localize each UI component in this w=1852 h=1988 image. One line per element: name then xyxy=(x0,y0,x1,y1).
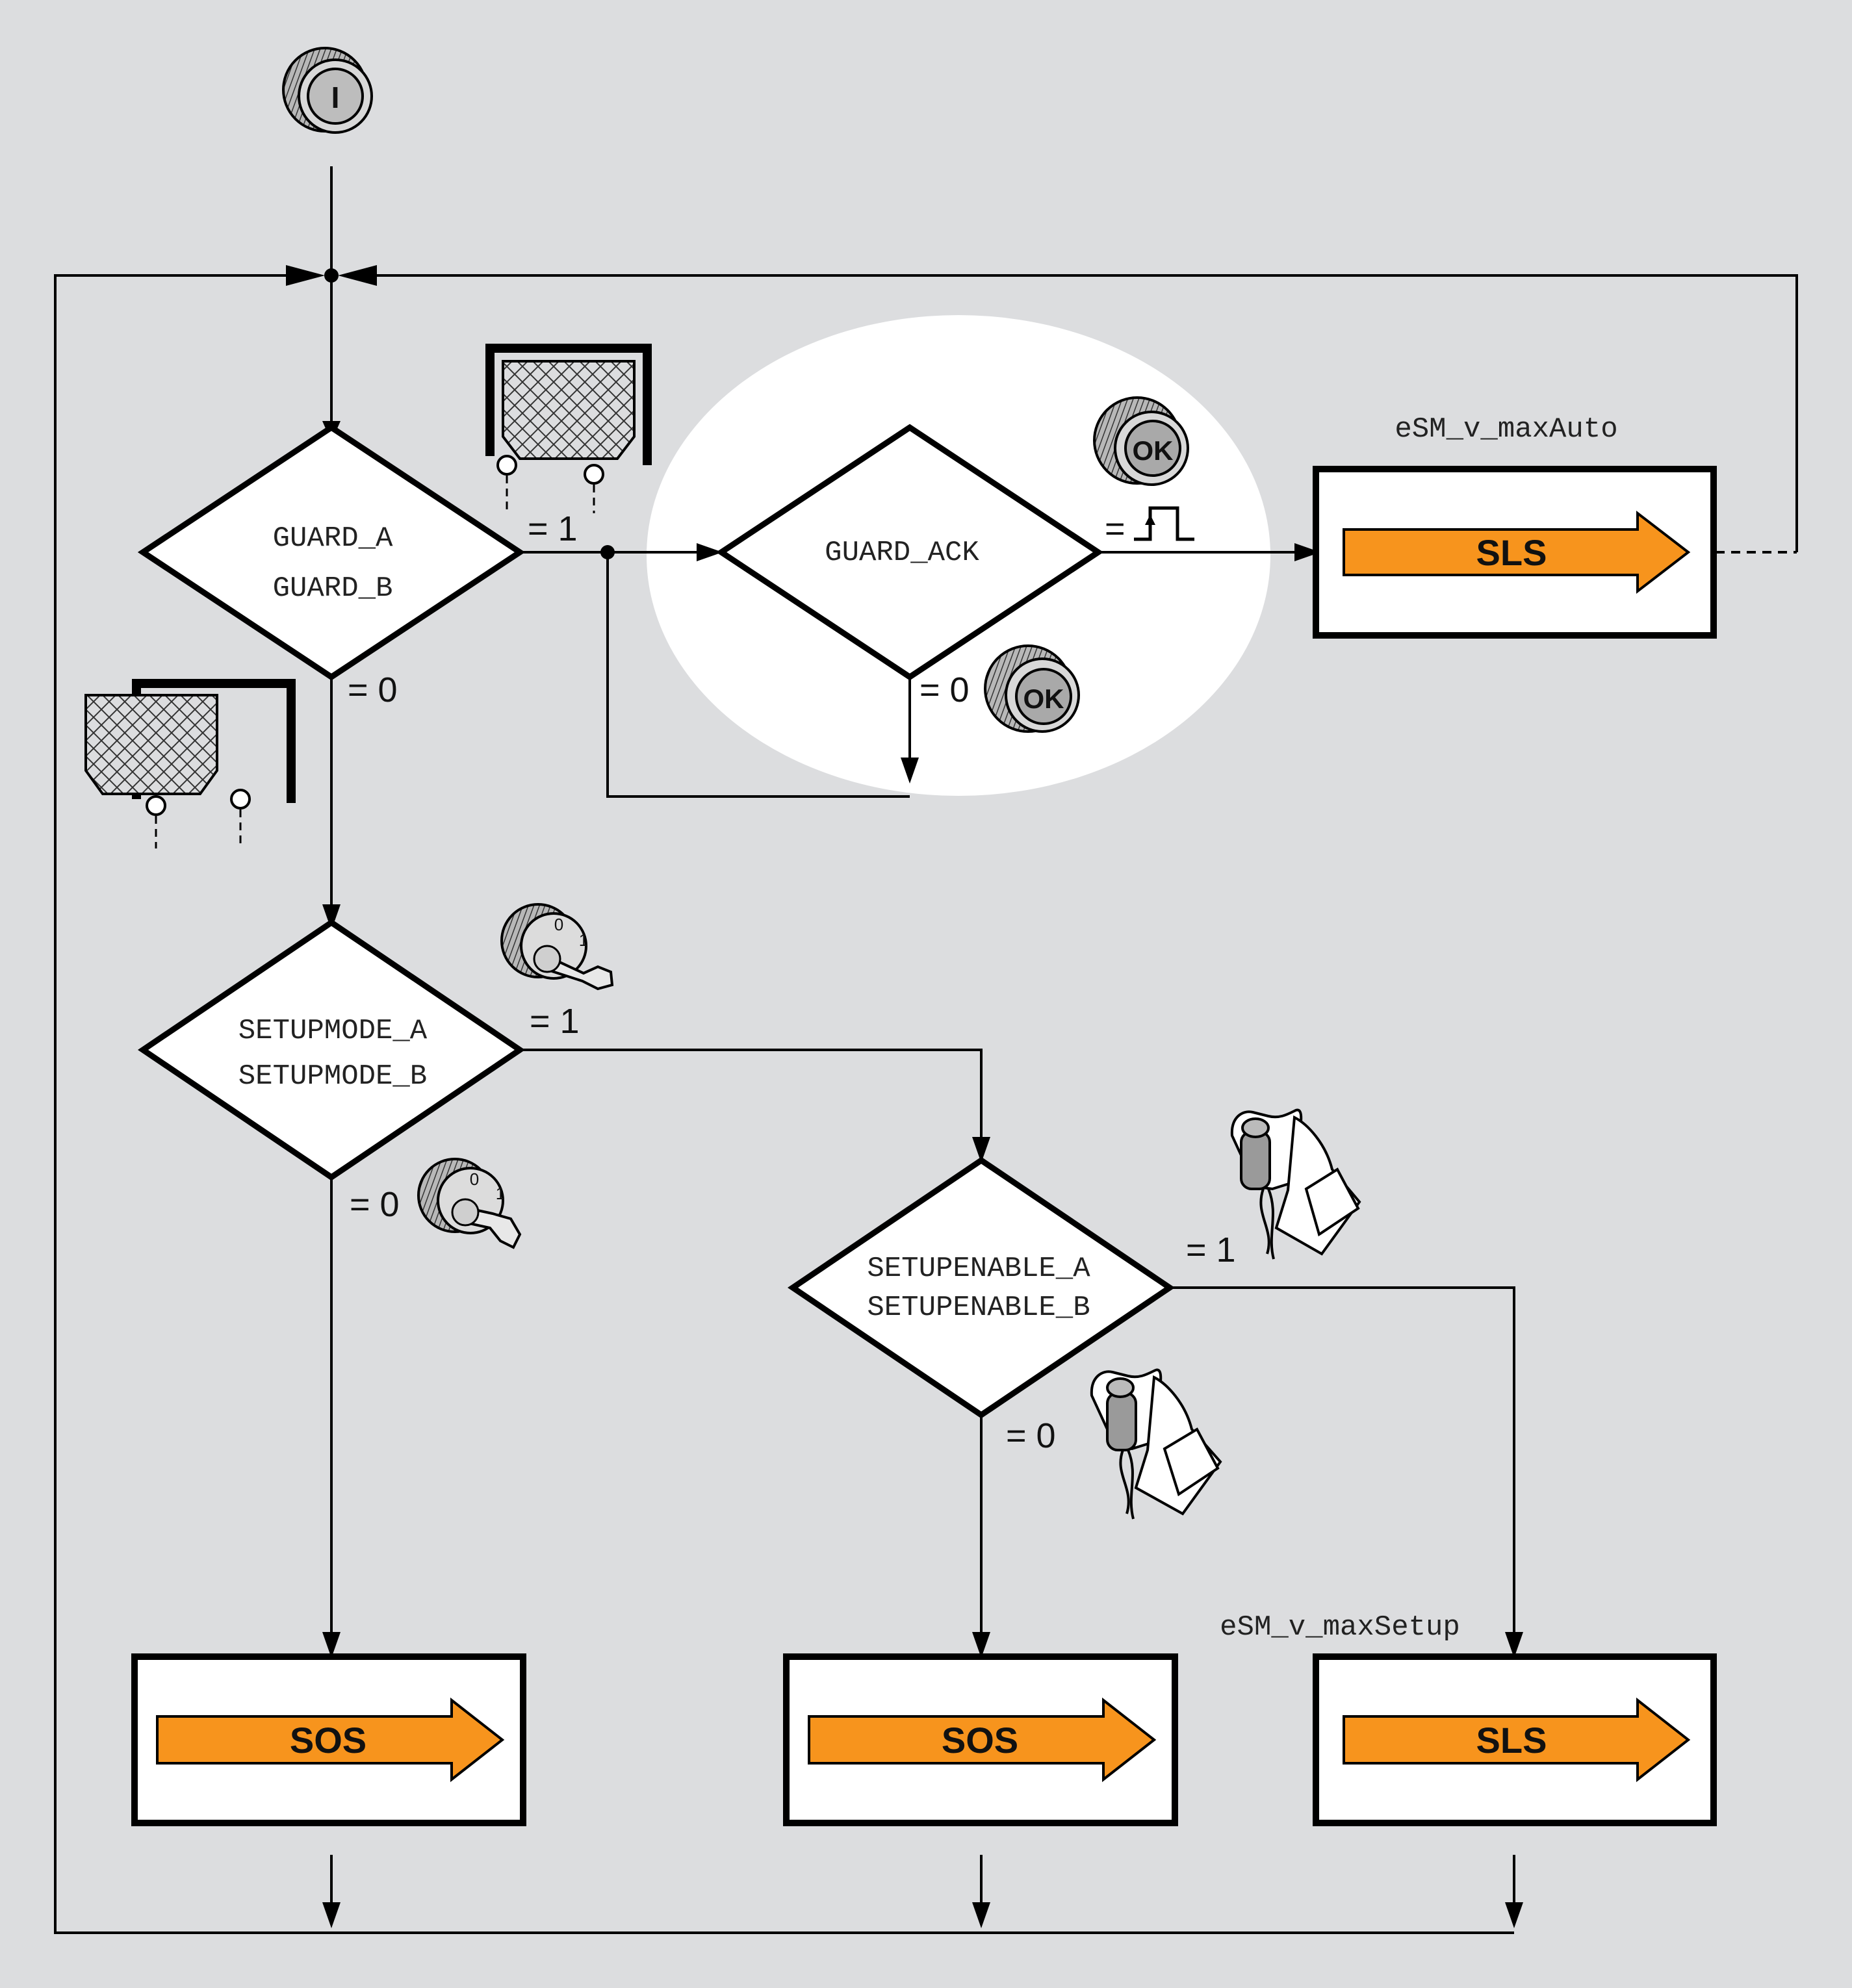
key-pos0-label-2: 0 xyxy=(470,1169,479,1189)
guard-false-label: = 0 xyxy=(348,670,398,709)
ok-button-icon: OK xyxy=(1093,396,1189,486)
state-sls-setup: eSM_v_maxSetup SLS xyxy=(1220,1611,1717,1826)
setupenable-false-label: = 0 xyxy=(1006,1416,1056,1455)
ack-true-label: = xyxy=(1105,509,1125,548)
setupenable-true-label: = 1 xyxy=(1186,1230,1236,1269)
branch-labels: = 1 = 0 = = 0 = 1 = 0 = 1 = 0 xyxy=(348,509,1236,1455)
ack-false-label: = 0 xyxy=(920,670,970,709)
setupenable-label-a: SETUPENABLE_A xyxy=(867,1253,1090,1285)
setupmode-label-b: SETUPMODE_B xyxy=(238,1060,427,1093)
decision-setupenable: SETUPENABLE_A SETUPENABLE_B xyxy=(787,1156,1176,1419)
guard-true-label: = 1 xyxy=(528,509,578,548)
branch-dot xyxy=(600,545,615,559)
sos-left-label: SOS xyxy=(290,1720,367,1761)
ok-button-text-2: OK xyxy=(1023,683,1064,714)
arrowheads xyxy=(286,265,1523,1928)
guard-closed-icon xyxy=(485,344,652,513)
key-pos1-label: 1 xyxy=(579,930,588,950)
decision-guard: GUARD_A GUARD_B xyxy=(137,424,526,681)
decision-setupmode: SETUPMODE_A SETUPMODE_B xyxy=(137,919,526,1181)
rising-edge-pulse-icon xyxy=(1134,506,1194,541)
key-switch-icon: 0 1 xyxy=(500,903,614,991)
enabling-switch-icon xyxy=(1230,1108,1361,1260)
guard-open-icon xyxy=(84,679,296,848)
connector-lines xyxy=(54,166,1798,1934)
sos-left-arrow xyxy=(156,1697,505,1783)
guard-ack-label: GUARD_ACK xyxy=(825,537,979,569)
setupmode-label-a: SETUPMODE_A xyxy=(238,1015,428,1047)
sls-auto-param: eSM_v_maxAuto xyxy=(1395,413,1617,446)
setupmode-true-label: = 1 xyxy=(530,1002,580,1041)
guard-label-b: GUARD_B xyxy=(273,572,393,605)
sls-setup-param: eSM_v_maxSetup xyxy=(1220,1611,1460,1644)
junction-dot xyxy=(324,268,339,283)
state-sls-auto: eSM_v_maxAuto SLS xyxy=(1313,413,1717,639)
state-sos-left: SOS xyxy=(131,1653,526,1826)
sls-auto-label: SLS xyxy=(1476,532,1547,573)
sos-middle-arrow xyxy=(808,1697,1157,1783)
setupenable-label-b: SETUPENABLE_B xyxy=(867,1292,1090,1324)
key-pos1-label-2: 1 xyxy=(496,1184,505,1203)
setupmode-false-label: = 0 xyxy=(350,1185,400,1224)
start-button-text: I xyxy=(331,81,340,114)
sls-setup-label: SLS xyxy=(1476,1720,1547,1761)
sls-auto-arrow xyxy=(1343,510,1691,594)
sls-setup-arrow xyxy=(1343,1697,1691,1783)
ok-button-icon: OK xyxy=(984,644,1080,733)
sos-middle-label: SOS xyxy=(942,1720,1018,1761)
ok-button-text: OK xyxy=(1133,435,1174,466)
guard-label-a: GUARD_A xyxy=(273,522,393,555)
state-sos-middle: SOS xyxy=(783,1653,1178,1826)
decision-guard-ack: GUARD_ACK xyxy=(715,424,1104,681)
key-switch-icon: 0 1 xyxy=(417,1158,522,1249)
enabling-switch-icon xyxy=(1090,1368,1222,1520)
start-button-icon: I xyxy=(282,47,373,134)
key-pos0-label: 0 xyxy=(554,915,563,934)
